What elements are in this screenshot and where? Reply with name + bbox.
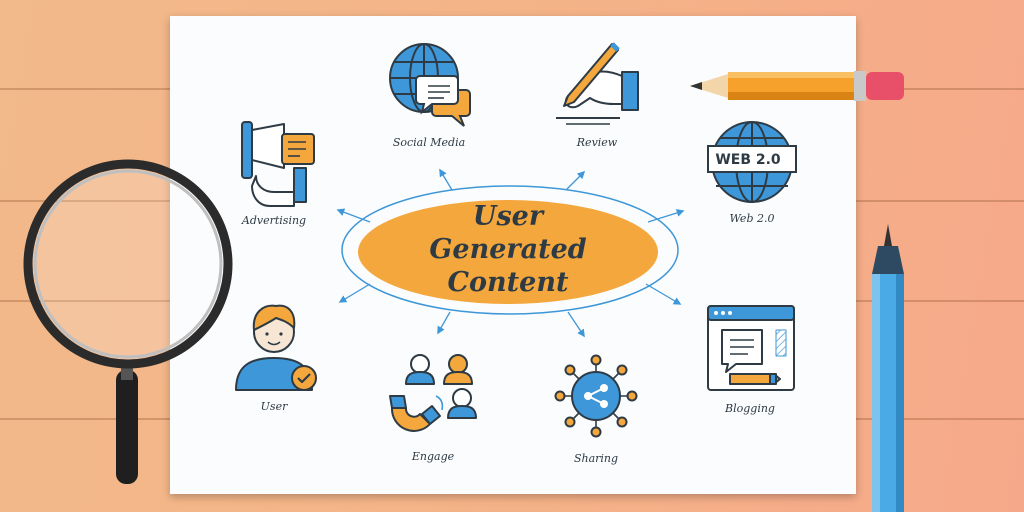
center-title-line-3: Content — [447, 267, 569, 298]
pencil-decoration — [690, 71, 904, 101]
center-title: User Generated Content — [408, 200, 608, 299]
arrow-advertising — [336, 208, 371, 223]
label-social-media: Social Media — [392, 136, 466, 149]
globe-chat-icon — [389, 43, 471, 127]
share-network-icon — [554, 354, 638, 438]
arrow-review — [565, 170, 586, 191]
web-globe-icon — [707, 121, 797, 203]
label-blogging: Blogging — [725, 402, 775, 415]
web20-badge-text: WEB 2.0 — [715, 152, 781, 168]
arrow-blogging — [645, 283, 682, 305]
center-title-line-2: Generated — [429, 234, 587, 265]
arrow-web20 — [647, 209, 685, 223]
arrow-sharing — [567, 311, 585, 338]
label-advertising: Advertising — [241, 214, 307, 227]
arrow-social-media — [439, 168, 453, 191]
hand-pen-icon — [556, 42, 639, 125]
label-sharing: Sharing — [573, 452, 619, 465]
label-review: Review — [576, 136, 618, 149]
arrow-engage — [437, 311, 451, 335]
center-title-line-1: User — [472, 201, 544, 232]
pen-decoration — [872, 224, 904, 512]
magnet-people-icon — [389, 354, 477, 432]
label-engage: Engage — [411, 450, 455, 463]
browser-blog-icon — [707, 305, 795, 391]
user-check-icon — [235, 304, 317, 391]
center-ellipse — [341, 185, 679, 315]
arrow-user — [338, 283, 371, 303]
label-user: User — [260, 400, 288, 413]
label-web20: Web 2.0 — [729, 212, 775, 225]
megaphone-icon — [241, 121, 315, 207]
connector-arrows — [336, 168, 685, 338]
magnifying-glass-decoration — [23, 159, 233, 484]
